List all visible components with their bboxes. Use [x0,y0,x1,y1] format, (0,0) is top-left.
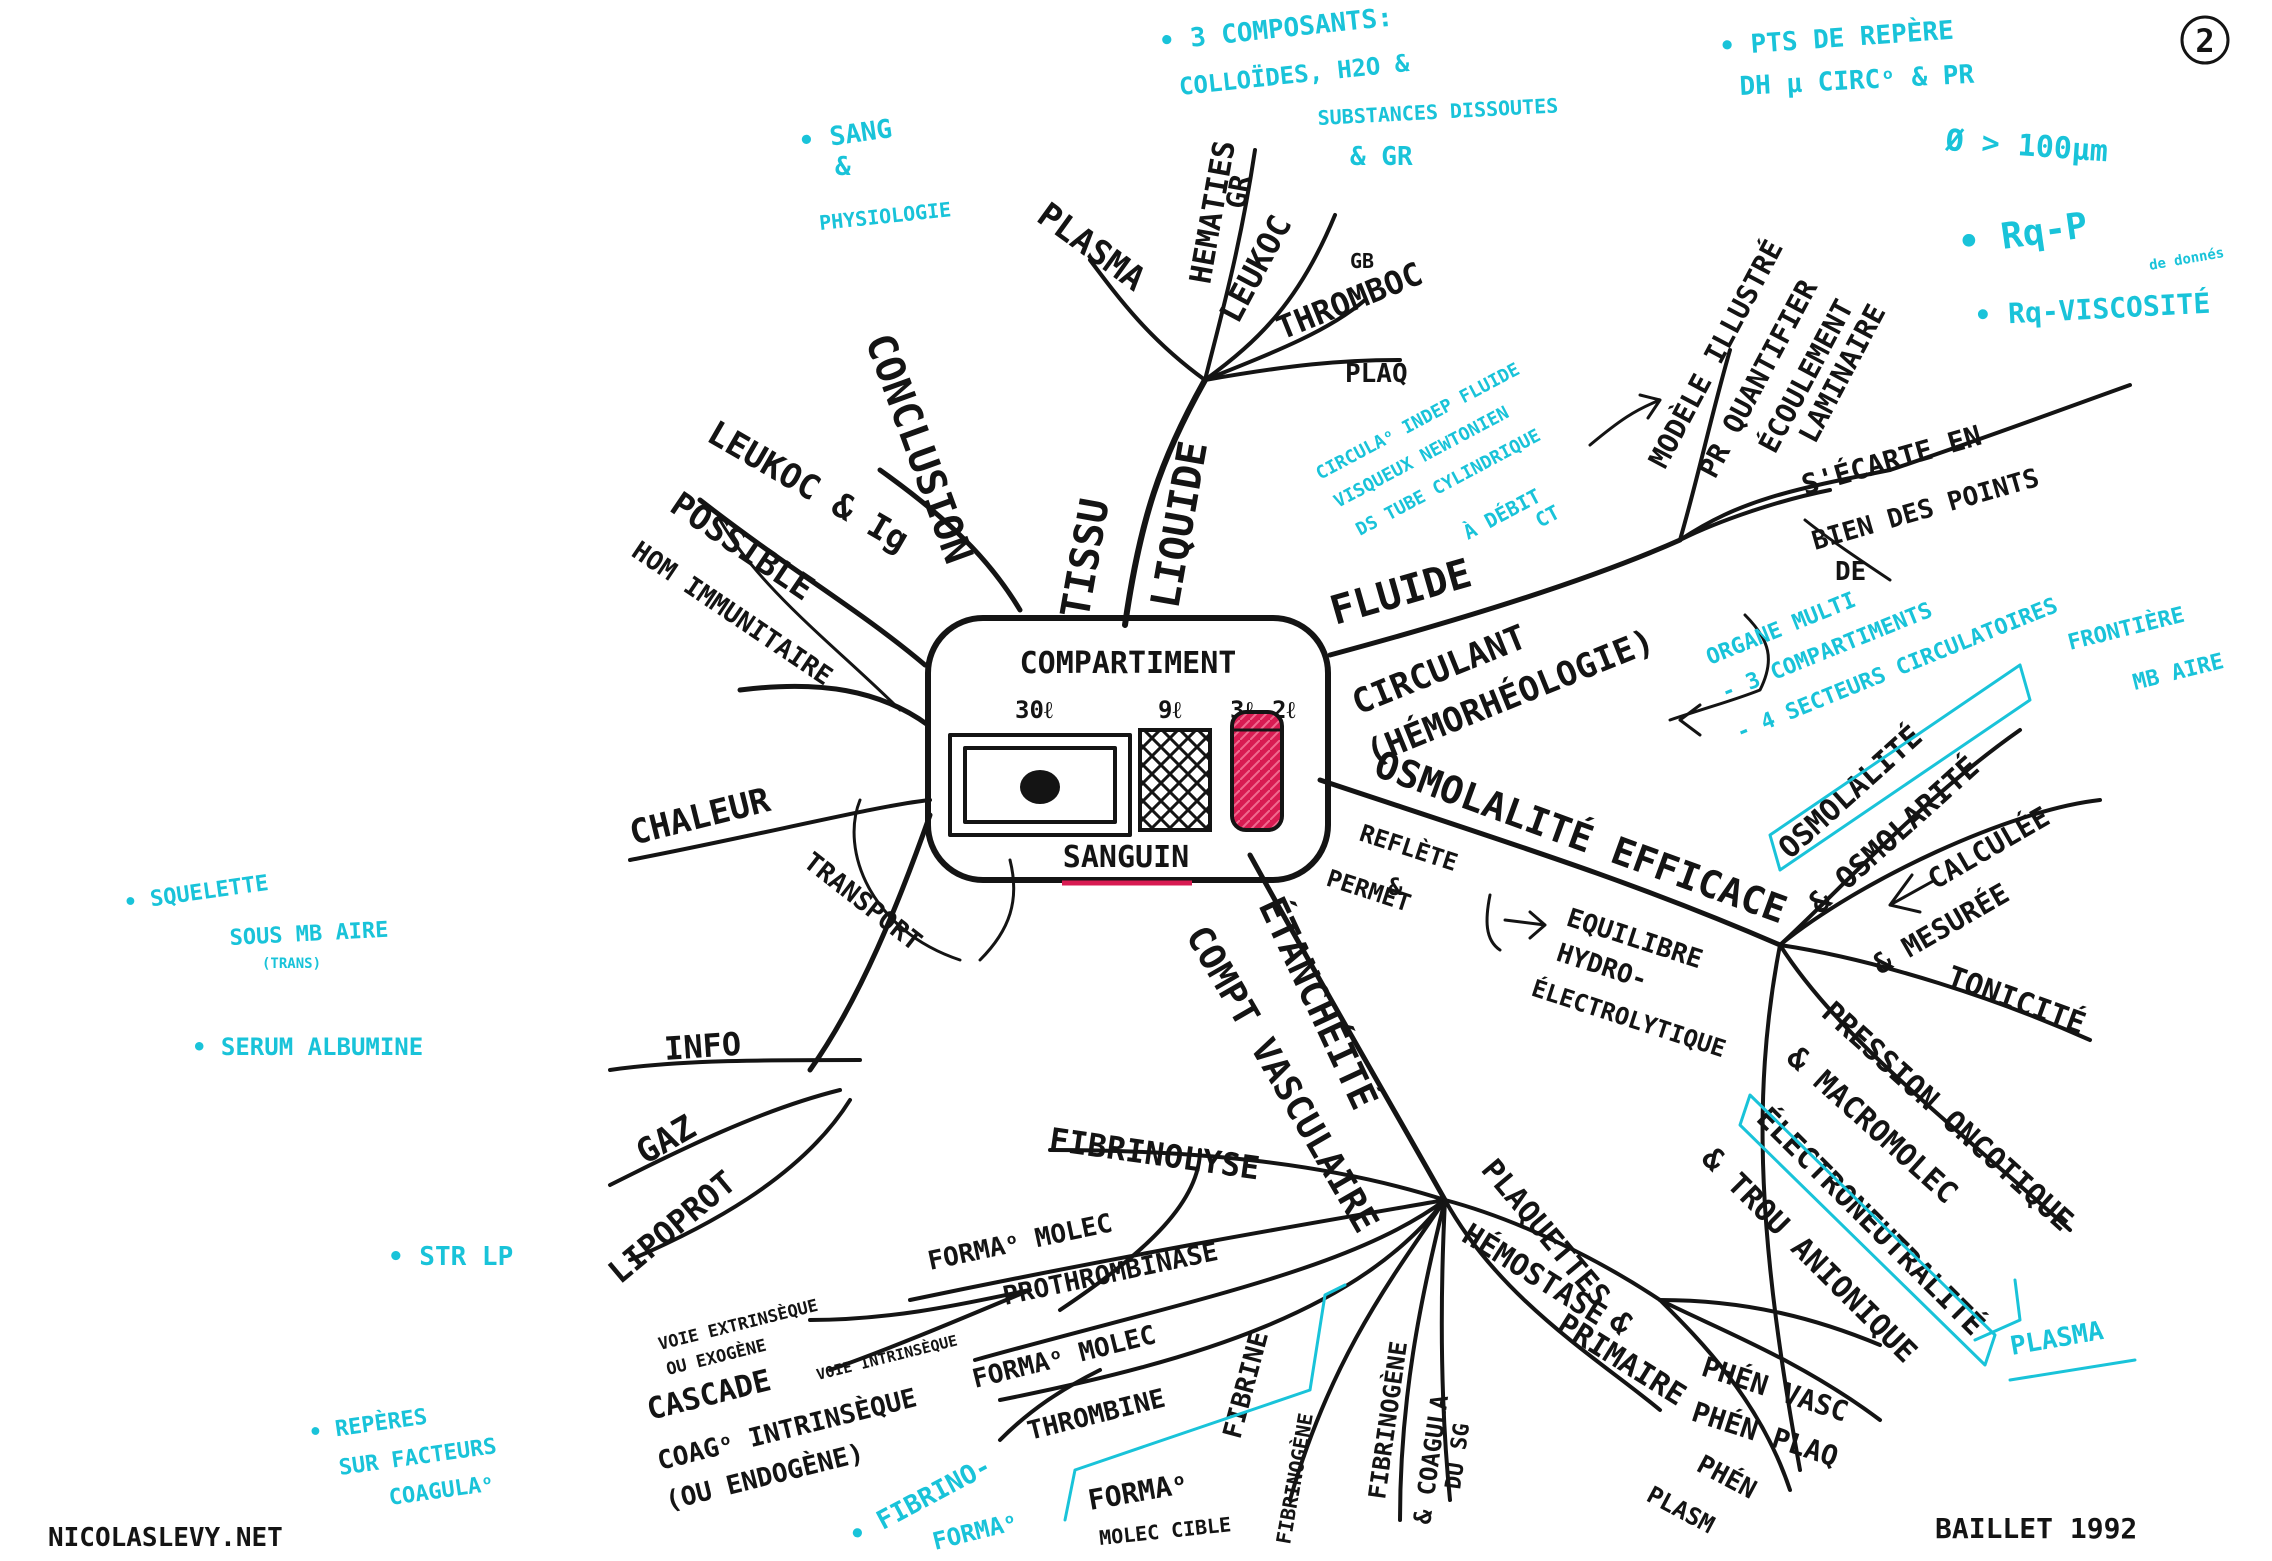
volume-30l: 30ℓ [1015,696,1053,724]
note-composants-2: COLLOÏDES, H2O & [1178,48,1412,101]
note-reperes-coag-3: COAGULAᵒ [387,1471,495,1511]
right-upper-branch: FLUIDE CIRCULANT (HÉMORHÉOLOGIE) MODÈLE … [1325,234,2043,773]
fibrino-frame [1063,1283,1347,1522]
label-chaleur: CHALEUR [626,780,775,854]
label-plasma: PLASMA [1030,195,1153,300]
osmolalite-frame [1768,663,2032,872]
label-tissu: TISSU [1053,495,1119,622]
top-branch: TISSU LIQUIDE PLASMA HEMATIES GR LEUKOC … [1030,138,1428,622]
note-composants-3: SUBSTANCES DISSOUTES [1317,93,1559,130]
center-title: COMPARTIMENT [1020,646,1237,681]
note-reperes-coag-1: • REPÈRES [307,1404,429,1446]
plasma-leader [1973,1278,2022,1342]
label-gaz: GAZ [630,1107,703,1172]
note-reperes-3: Ø > 100μm [1943,123,2109,169]
label-ecarte-3: DE [1835,557,1866,587]
red-cell-compartment [1230,710,1284,832]
note-squelette-1: • SQUELETTE [122,871,270,916]
label-formao: FORMAᵒ [1085,1467,1190,1517]
note-str-lp: • STR LP [388,1242,513,1272]
right-middle-branch: OSMOLALITÉ EFFICACE REFLÈTE & PERMET EQU… [1323,718,2090,1370]
note-squelette-3: (TRANS) [262,956,321,972]
label-gr: GR [1219,172,1257,211]
left-lower-branch: INFO GAZ LIPOPROT [601,1025,743,1291]
note-frontiere-2: MB AIRE [2130,649,2226,696]
label-cascade: CASCADE [643,1363,774,1428]
electroneutralite-frame [1738,1093,1997,1367]
plasma-underline [2008,1358,2137,1382]
label-transport: TRANSPORT [798,847,927,957]
label-plaq: PLAQ [1345,359,1408,389]
label-et: & [1388,873,1403,901]
footer: NICOLASLEVY.NET BAILLET 1992 [48,1512,2137,1553]
page-number-badge: 2 [2180,15,2230,65]
label-fibrinogene-1: FIBRINOGÈNE [1271,1411,1318,1546]
note-rq-p: • Rq-P [1956,205,2090,264]
volume-9l: 9ℓ [1158,696,1181,724]
note-fibrino-2: FORMAᵒ [930,1508,1021,1556]
label-tonicite: TONICITÉ [1942,959,2090,1042]
branches [608,148,2132,1522]
center-subtitle: SANGUIN [1063,840,1189,875]
label-reflete: REFLÈTE [1356,818,1461,877]
label-liquide: LIQUIDE [1143,438,1218,612]
label-thrombine: THROMBINE [1024,1384,1168,1447]
left-upper-branch: CONCLUSION LEUKOC & Ig POSSIBLE HOM IMMU… [626,328,982,958]
label-lipoprot: LIPOPROT [601,1163,743,1291]
footer-signature: BAILLET 1992 [1935,1512,2137,1545]
note-plasma: PLASMA [2008,1316,2106,1362]
note-rq-viscosite: • Rq-VISCOSITÉ [1974,286,2211,332]
note-squelette-2: SOUS MB AIRE [229,918,389,951]
label-phen: PHÉN [1692,1448,1762,1506]
note-sang-3: PHYSIOLOGIE [818,197,952,235]
footer-site: NICOLASLEVY.NET [48,1523,283,1553]
label-forma-molec-2: FORMAᵒ MOLEC [969,1320,1159,1395]
center-node: COMPARTIMENT 30ℓ 9ℓ 3ℓ 2ℓ SANGUIN [925,615,1331,886]
label-fibrine: FIBRINE [1218,1328,1275,1442]
note-reperes-1: • PTS DE REPÈRE [1718,14,1954,62]
label-gb: GB [1350,249,1374,273]
label-info: INFO [663,1025,743,1068]
cell-nucleus [1020,770,1060,804]
label-osmolalite-efficace: OSMOLALITÉ EFFICACE [1369,742,1793,932]
label-plasm: PLASM [1642,1481,1719,1540]
note-frontiere-1: FRONTIÈRE [2065,602,2187,656]
note-sang-1: • SANG [797,114,894,157]
note-composants-1: • 3 COMPOSANTS: [1158,3,1395,57]
note-de-donnes: de donnés [2148,245,2225,274]
note-serum: • SERUM ALBUMINE [192,1033,423,1061]
note-reperes-2: DH μ CIRCᵒ & PR [1739,60,1975,102]
note-composants-4: & GR [1350,142,1413,172]
label-voie-intrinseque: VOIE INTRINSÈQUE [814,1330,959,1383]
label-fibrinolyse: FIBRINOLYSE [1047,1120,1262,1187]
page-number: 2 [2195,22,2214,60]
note-sang-2: & [835,152,851,182]
bottom-branch: ÉTANCHÉITÉ COMPT VASCULAIRE FIBRINOLYSE … [643,890,1852,1550]
label-molec-cible: MOLEC CIBLE [1098,1512,1232,1550]
